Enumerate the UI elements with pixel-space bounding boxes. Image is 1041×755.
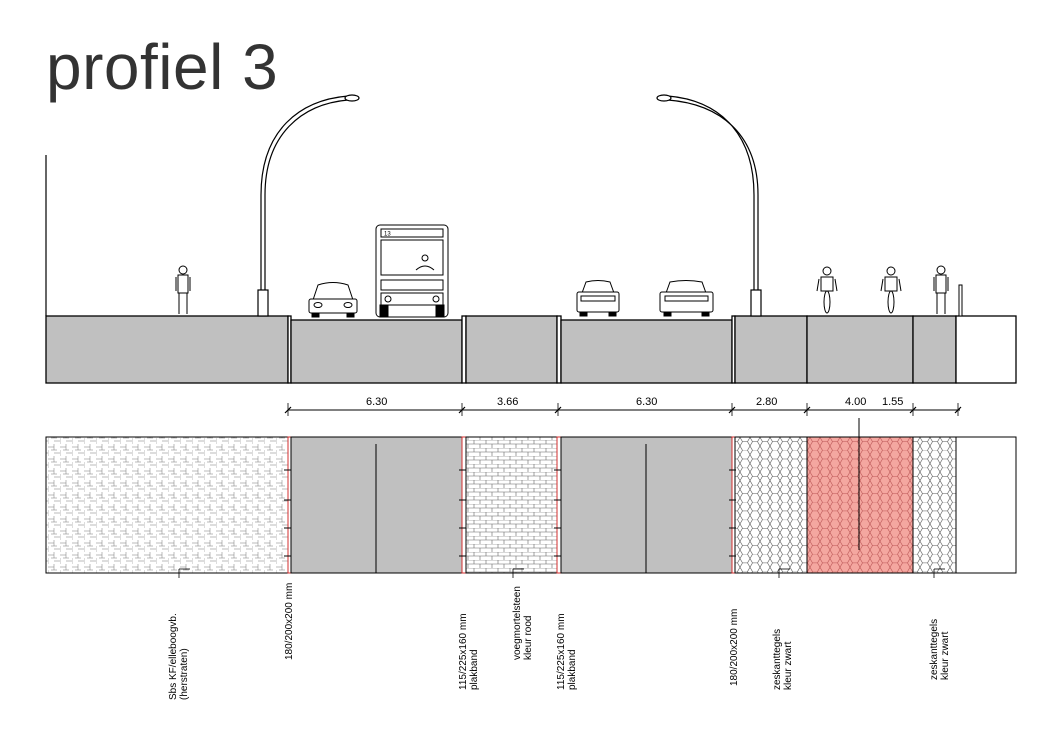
- plan-sidewalk-herringbone: [45, 436, 289, 574]
- bus-front: 13: [375, 224, 449, 318]
- label-plakband-east-line1: 115/225x160 mm: [556, 613, 567, 690]
- plan-hex-red-bikepath: [806, 436, 914, 574]
- pedestrian-figure-right: [933, 265, 949, 314]
- plan-hex-black-2: [912, 436, 957, 574]
- labels: Sbs KF/elleboogvb. (herstraten) 180/200x…: [168, 583, 951, 700]
- dimension-sidewalk-right: 1.55: [882, 396, 903, 408]
- label-zeskant-east-line2: kleur zwart: [783, 641, 794, 690]
- car-rear-east-1: [576, 280, 620, 317]
- section-outside: [955, 315, 1017, 384]
- section-median: [465, 315, 558, 384]
- dimension-median: 3.66: [497, 396, 518, 408]
- page-title: profiel 3: [46, 31, 279, 103]
- dimension-line: [284, 403, 962, 416]
- plan-plakband-2: [556, 436, 562, 574]
- section-strip-east: [734, 315, 808, 384]
- label-plakband-west-line1: 115/225x160 mm: [458, 613, 469, 690]
- cyclist-figure-2: [880, 266, 902, 314]
- dimension-strip: 2.80: [756, 396, 777, 408]
- cyclist-figure-1: [816, 266, 838, 314]
- dimension-bikepath: 4.00: [845, 396, 866, 408]
- label-voegmortel-line2: kleur rood: [523, 616, 534, 660]
- label-sbs-line2: (herstraten): [179, 648, 190, 700]
- dimension-road-east: 6.30: [636, 396, 657, 408]
- cross-section: [45, 315, 1017, 384]
- pedestrian-figure-left: [175, 265, 191, 314]
- label-voegmortel-line1: voegmortelsteen: [512, 586, 523, 660]
- dimension-road-west: 6.30: [366, 396, 387, 408]
- section-sidewalk-left: [45, 315, 289, 384]
- plan-view: [45, 418, 1017, 574]
- street-light-left: [257, 94, 360, 317]
- label-plakband-west-line2: plakband: [469, 649, 480, 690]
- street-light-right: [656, 94, 762, 317]
- label-sbs-line1: Sbs KF/elleboogvb.: [168, 613, 179, 700]
- label-curb-east: 180/200x200 mm: [729, 609, 740, 686]
- plan-median-brick: [465, 436, 558, 574]
- label-zeskant-right-line2: kleur zwart: [940, 631, 951, 680]
- section-bikepath: [806, 315, 914, 384]
- label-curb-west: 180/200x200 mm: [284, 583, 295, 660]
- plan-outside: [955, 436, 1017, 574]
- label-zeskant-right-line1: zeskanttegels: [929, 619, 940, 680]
- leader-lines: [178, 568, 945, 578]
- label-zeskant-east-line1: zeskanttegels: [772, 629, 783, 690]
- bus-line-number: 13: [384, 232, 391, 238]
- section-road-west: [290, 319, 463, 384]
- label-plakband-east-line2: plakband: [567, 649, 578, 690]
- bollard: [958, 284, 963, 317]
- plan-plakband-1: [461, 436, 467, 574]
- section-road-east: [560, 319, 733, 384]
- car-front-west: [308, 282, 358, 318]
- section-sidewalk-right: [912, 315, 957, 384]
- car-rear-east-2: [659, 280, 714, 317]
- plan-hex-black-1: [734, 436, 808, 574]
